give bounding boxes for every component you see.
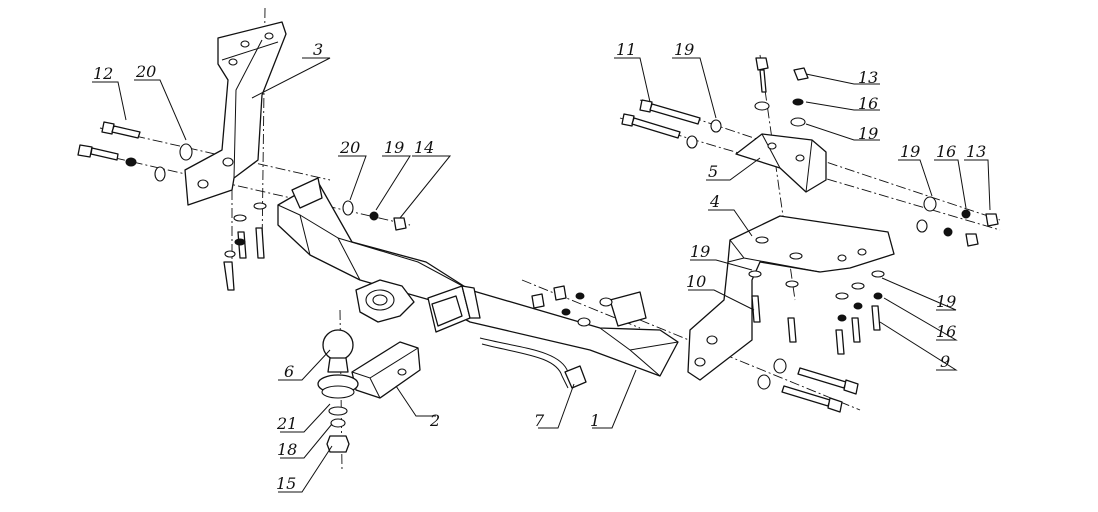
callout-15: 15 bbox=[276, 474, 296, 493]
callout-7: 7 bbox=[534, 411, 545, 430]
upper-right-bracket bbox=[735, 133, 827, 193]
callout-19-right: 19 bbox=[858, 124, 878, 143]
callout-labels: 12 20 3 20 19 14 11 19 13 16 19 19 16 13… bbox=[93, 40, 986, 493]
callout-1: 1 bbox=[590, 411, 600, 430]
callout-11: 11 bbox=[616, 40, 636, 59]
callout-10: 10 bbox=[686, 272, 706, 291]
callout-6: 6 bbox=[284, 362, 294, 381]
wiring-harness bbox=[479, 337, 587, 389]
callout-2: 2 bbox=[429, 411, 440, 430]
callout-3: 3 bbox=[313, 40, 323, 59]
callout-4: 4 bbox=[709, 192, 720, 211]
callout-20-mid: 20 bbox=[339, 138, 360, 157]
callout-12: 12 bbox=[93, 64, 113, 83]
callout-19-far: 19 bbox=[900, 142, 920, 161]
callout-13-far: 13 bbox=[966, 142, 986, 161]
callout-21: 21 bbox=[276, 414, 297, 433]
callout-18: 18 bbox=[277, 440, 297, 459]
callout-16-far: 16 bbox=[936, 142, 956, 161]
main-crossbar bbox=[277, 177, 679, 377]
tow-ball bbox=[317, 329, 359, 453]
right-mounting-bracket bbox=[687, 215, 895, 381]
callout-13-top: 13 bbox=[858, 68, 878, 87]
callout-19-top: 19 bbox=[674, 40, 694, 59]
callout-16-top: 16 bbox=[858, 94, 878, 113]
left-mounting-bracket bbox=[184, 21, 287, 206]
fasteners bbox=[77, 57, 999, 413]
callout-17: 19 bbox=[384, 138, 404, 157]
callout-9: 9 bbox=[940, 352, 950, 371]
callout-14: 14 bbox=[414, 138, 434, 157]
leader-lines bbox=[92, 57, 991, 493]
callout-5: 5 bbox=[708, 162, 718, 181]
callout-19-bracket: 19 bbox=[690, 242, 710, 261]
callout-16-bottom: 16 bbox=[936, 322, 956, 341]
ball-mount bbox=[351, 341, 421, 399]
callout-19-bottom: 19 bbox=[936, 292, 956, 311]
callout-20-left: 20 bbox=[135, 62, 156, 81]
